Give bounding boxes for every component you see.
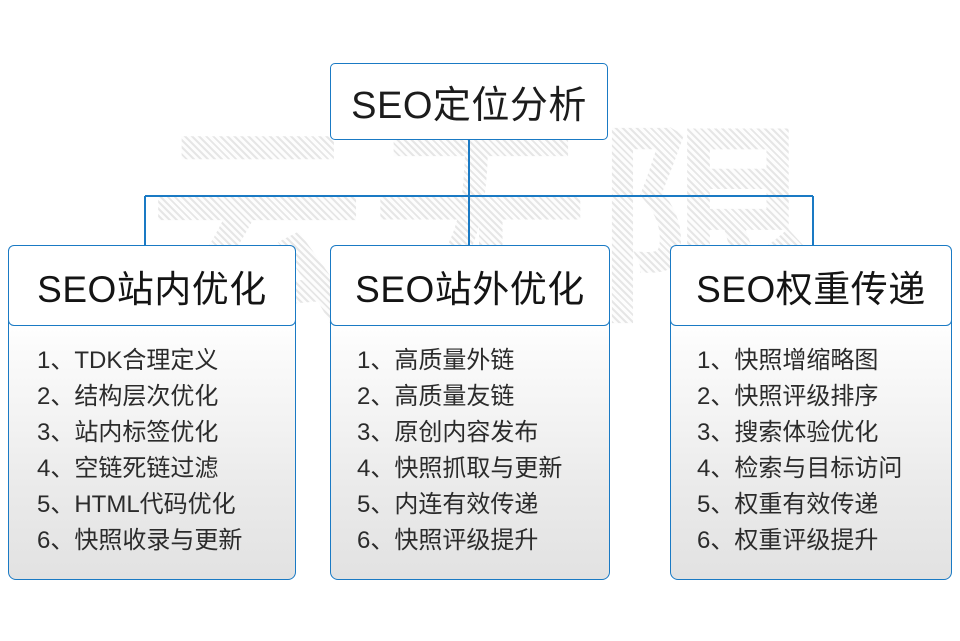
list-item: 4、快照抓取与更新 <box>357 455 563 482</box>
branch-header-1[interactable]: SEO站内优化 <box>8 245 296 326</box>
list-item: 5、HTML代码优化 <box>37 491 236 518</box>
list-item: 5、权重有效传递 <box>697 491 879 518</box>
branch-body-2: 1、高质量外链 2、高质量友链 3、原创内容发布 4、快照抓取与更新 5、内连有… <box>330 320 610 580</box>
list-item: 4、空链死链过滤 <box>37 455 219 482</box>
list-item: 6、快照评级提升 <box>357 527 539 554</box>
branch-header-2[interactable]: SEO站外优化 <box>330 245 610 326</box>
list-item: 1、快照增缩略图 <box>697 347 879 374</box>
root-node-title: SEO定位分析 <box>351 85 587 127</box>
branch-column-2: SEO站外优化 1、高质量外链 2、高质量友链 3、原创内容发布 4、快照抓取与… <box>330 245 610 580</box>
list-item: 1、TDK合理定义 <box>37 347 219 374</box>
branch-column-3: SEO权重传递 1、快照增缩略图 2、快照评级排序 3、搜索体验优化 4、检索与… <box>670 245 952 580</box>
branch-list-2: 1、高质量外链 2、高质量友链 3、原创内容发布 4、快照抓取与更新 5、内连有… <box>331 343 609 559</box>
list-item: 2、结构层次优化 <box>37 383 219 410</box>
list-item: 4、检索与目标访问 <box>697 455 903 482</box>
list-item: 6、权重评级提升 <box>697 527 879 554</box>
list-item: 3、原创内容发布 <box>357 419 539 446</box>
branch-header-1-title: SEO站内优化 <box>37 268 267 310</box>
root-node[interactable]: SEO定位分析 <box>330 63 608 140</box>
list-item: 6、快照收录与更新 <box>37 527 243 554</box>
list-item: 1、高质量外链 <box>357 347 515 374</box>
list-item: 2、高质量友链 <box>357 383 515 410</box>
branch-body-3: 1、快照增缩略图 2、快照评级排序 3、搜索体验优化 4、检索与目标访问 5、权… <box>670 320 952 580</box>
branch-body-1: 1、TDK合理定义 2、结构层次优化 3、站内标签优化 4、空链死链过滤 5、H… <box>8 320 296 580</box>
branch-header-2-title: SEO站外优化 <box>355 268 585 310</box>
branch-header-3[interactable]: SEO权重传递 <box>670 245 952 326</box>
branch-list-3: 1、快照增缩略图 2、快照评级排序 3、搜索体验优化 4、检索与目标访问 5、权… <box>671 343 951 559</box>
list-item: 5、内连有效传递 <box>357 491 539 518</box>
list-item: 2、快照评级排序 <box>697 383 879 410</box>
branch-column-1: SEO站内优化 1、TDK合理定义 2、结构层次优化 3、站内标签优化 4、空链… <box>8 245 296 580</box>
list-item: 3、搜索体验优化 <box>697 419 879 446</box>
branch-header-3-title: SEO权重传递 <box>696 268 926 310</box>
branch-list-1: 1、TDK合理定义 2、结构层次优化 3、站内标签优化 4、空链死链过滤 5、H… <box>9 343 295 559</box>
list-item: 3、站内标签优化 <box>37 419 219 446</box>
